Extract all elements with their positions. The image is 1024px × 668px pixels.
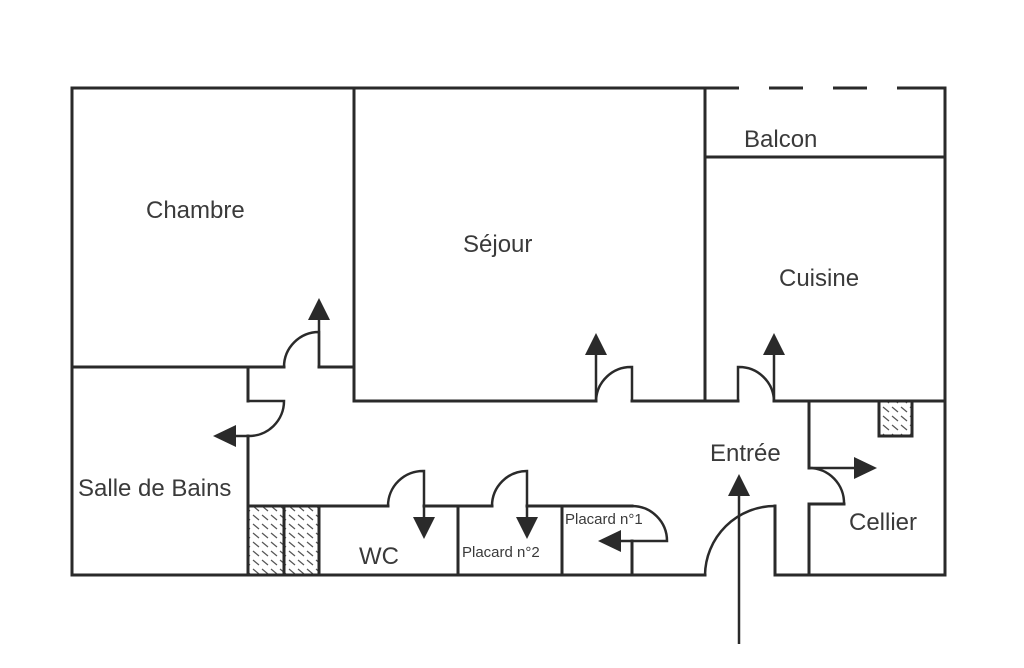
label-placard-1: Placard n°1	[565, 511, 643, 528]
door-cuisine	[736, 365, 776, 402]
door-entree	[703, 504, 776, 576]
door-sejour	[594, 365, 634, 402]
room-labels: Chambre Séjour Balcon Cuisine Salle de B…	[78, 126, 917, 570]
arrow-entree-icon	[728, 474, 750, 496]
door-wc	[386, 469, 426, 507]
door-chambre	[282, 330, 321, 368]
door-salle-de-bains	[247, 399, 286, 438]
label-wc: WC	[359, 543, 399, 570]
door-cellier	[808, 466, 846, 505]
label-cellier: Cellier	[849, 509, 917, 536]
label-balcon: Balcon	[744, 126, 817, 153]
wall-cellier-west-bottom	[807, 502, 846, 577]
door-placard-1	[631, 504, 669, 543]
outer-wall-east	[773, 86, 947, 577]
label-salle-de-bains: Salle de Bains	[78, 475, 231, 502]
arrow-placard2-icon	[516, 517, 538, 539]
duct-left	[246, 504, 286, 577]
outer-walls	[70, 86, 947, 577]
arrow-cellier-icon	[854, 457, 877, 479]
outer-wall-west	[70, 86, 707, 577]
label-placard-2: Placard n°2	[462, 544, 540, 561]
arrows	[213, 298, 877, 644]
wall-sejour-bottom-left	[352, 365, 598, 403]
door-placard-2	[490, 469, 529, 507]
arrow-cuisine-icon	[763, 333, 785, 355]
arrow-sejour-icon	[585, 333, 607, 355]
doors	[247, 330, 846, 576]
label-entree: Entrée	[710, 440, 781, 467]
arrow-sdb-icon	[213, 425, 236, 447]
arrow-placard1-icon	[598, 530, 621, 552]
label-cuisine: Cuisine	[779, 265, 859, 292]
arrow-chambre-icon	[308, 298, 330, 320]
label-chambre: Chambre	[146, 197, 245, 224]
ducts	[246, 399, 914, 577]
arrow-wc-icon	[413, 517, 435, 539]
duct-cellier	[877, 399, 914, 438]
label-sejour: Séjour	[463, 231, 532, 258]
duct-right	[282, 504, 321, 577]
